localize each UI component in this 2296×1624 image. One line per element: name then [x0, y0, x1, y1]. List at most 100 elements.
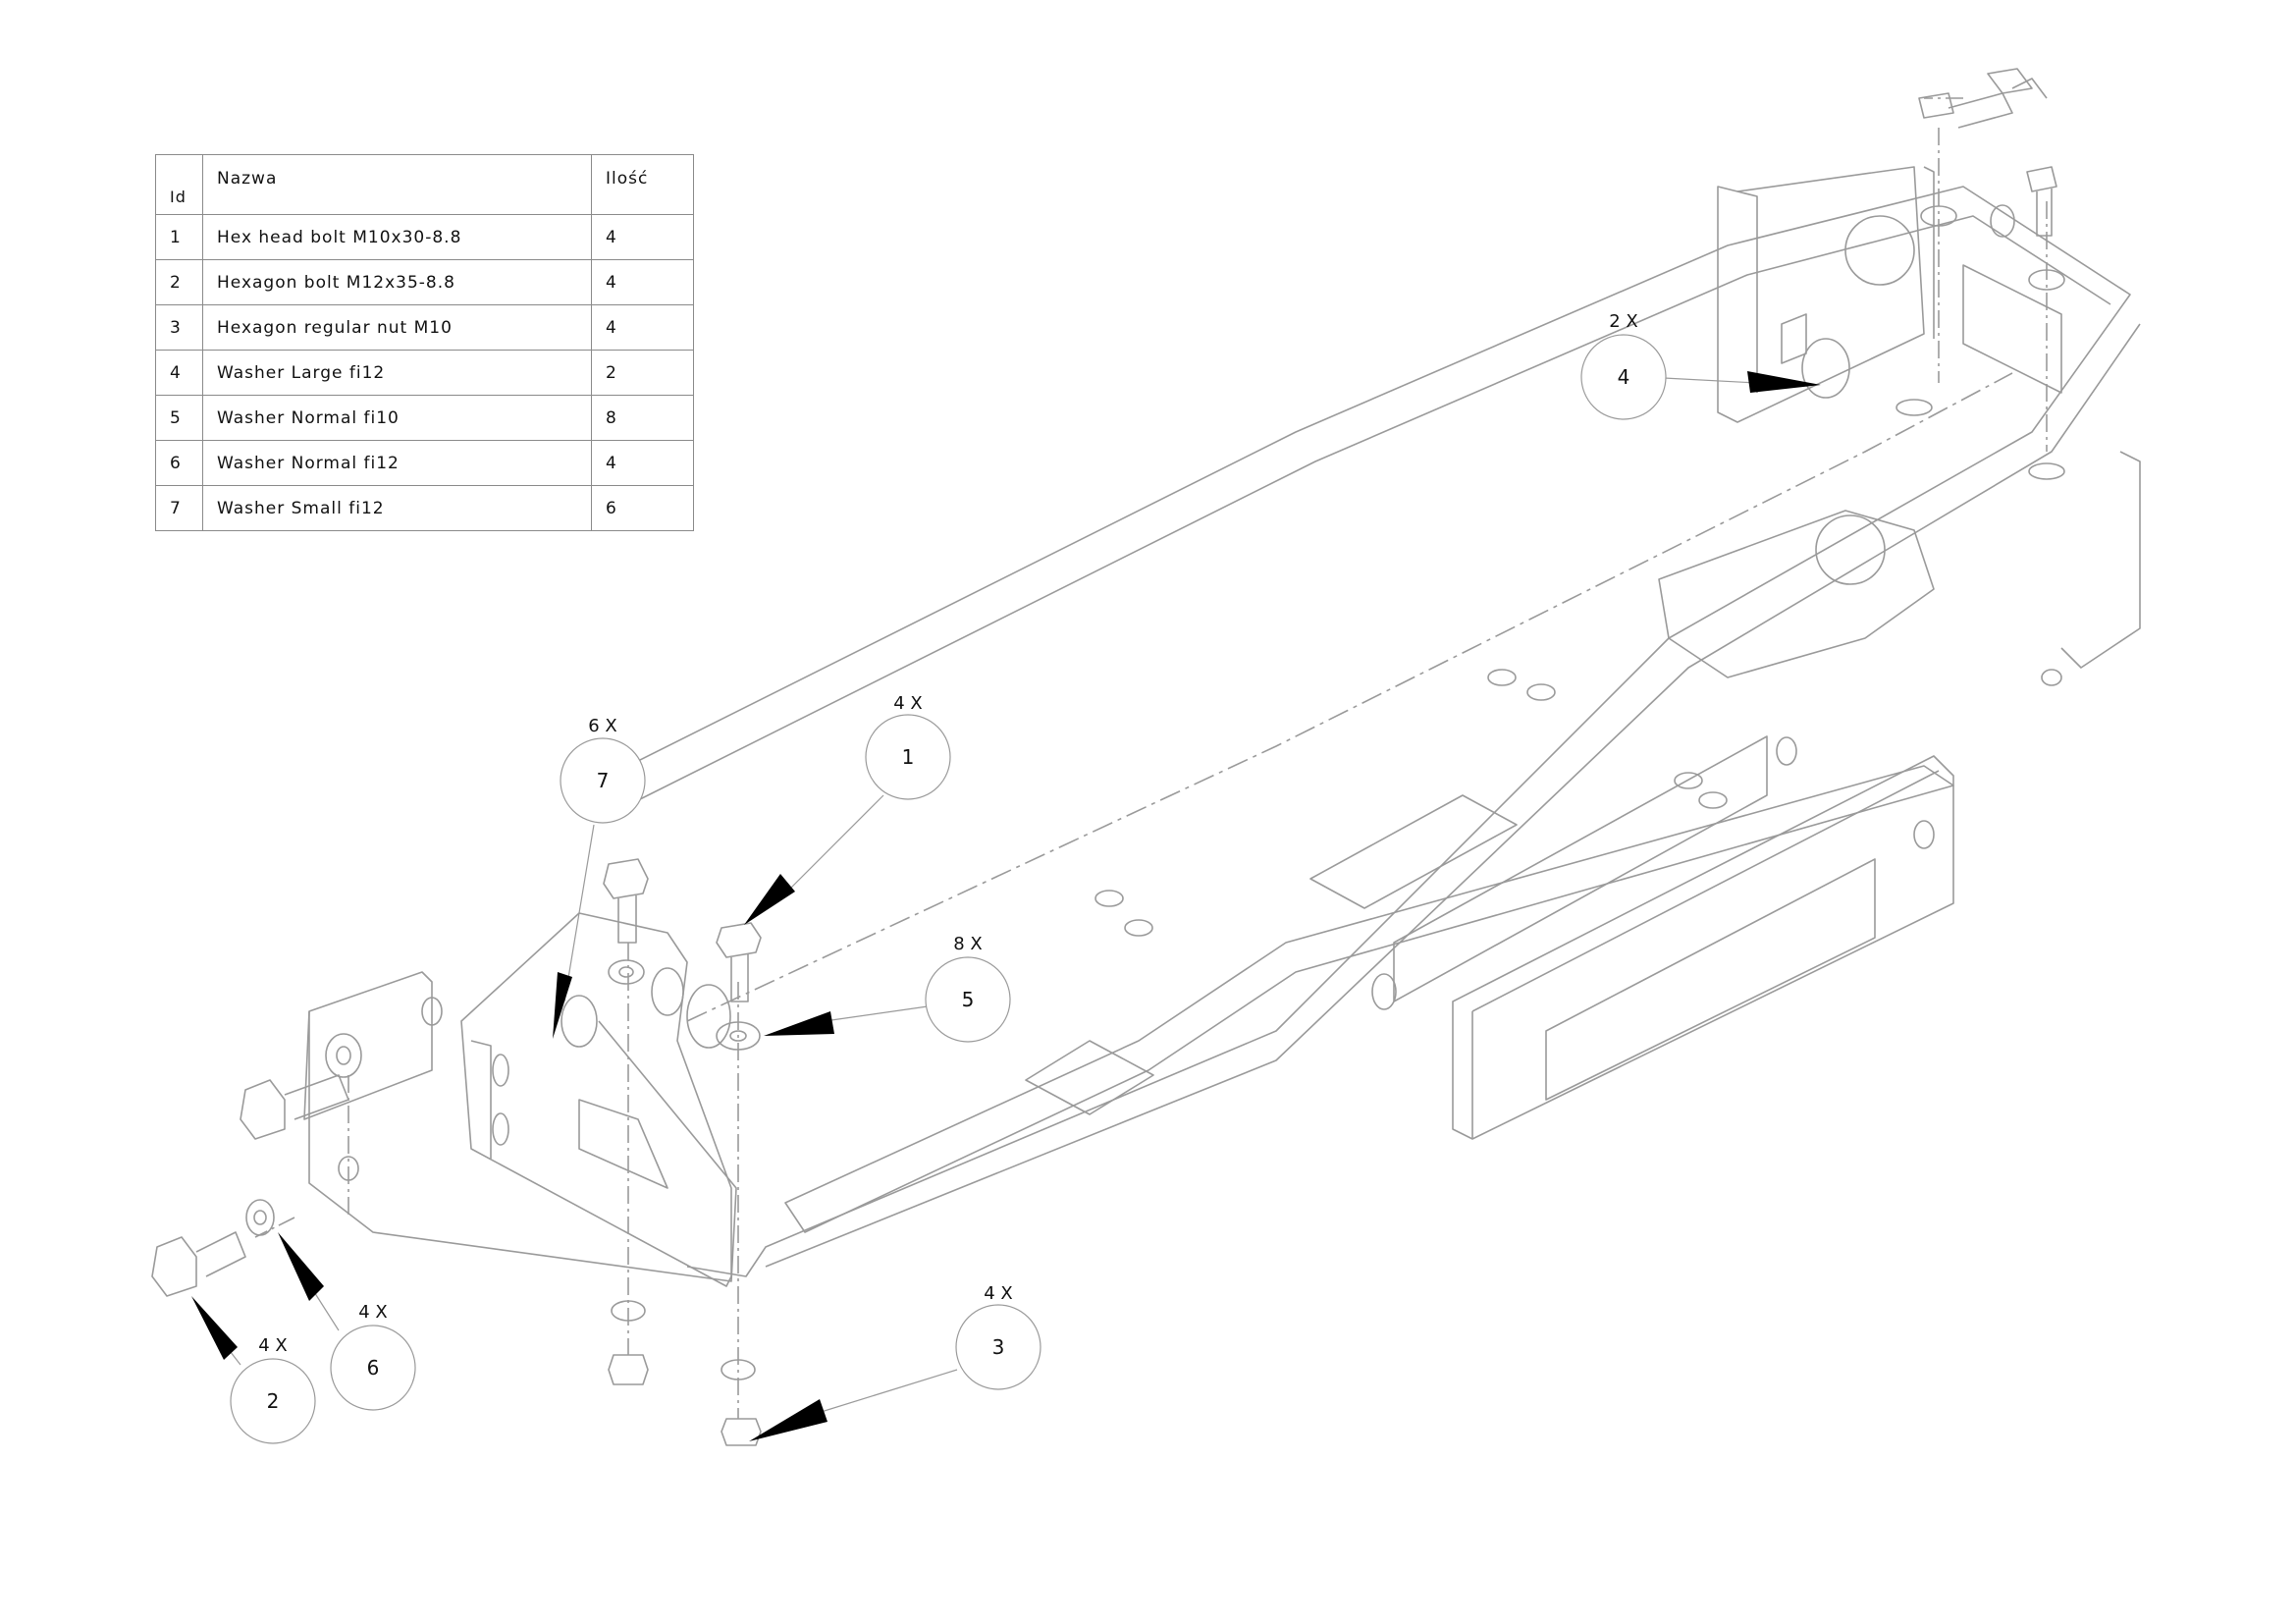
arrowhead-5	[764, 1011, 834, 1036]
winch-plate-assembly	[151, 68, 2141, 1446]
callout-bubble	[1580, 334, 1667, 420]
callout-6: 4 X 6	[330, 1302, 416, 1411]
plate-hole	[1674, 772, 1703, 789]
left-bracket-slot	[492, 1054, 509, 1087]
part-qty: 8	[591, 395, 694, 441]
part-name: Hexagon regular nut M10	[202, 304, 592, 351]
leader-3	[814, 1369, 958, 1415]
part-qty: 4	[591, 259, 694, 305]
bolt-lower-m12	[151, 1231, 246, 1297]
washer	[336, 1046, 351, 1065]
centerline	[686, 372, 2013, 1022]
callout-arrowheads	[191, 371, 1821, 1441]
callout-qty: 4 X	[258, 1335, 288, 1356]
arrowhead-2	[191, 1296, 238, 1360]
bolt-top-m10-b	[716, 922, 762, 1002]
callout-id: 5	[962, 988, 975, 1011]
part-name: Hexagon bolt M12x35-8.8	[202, 259, 592, 305]
right-bracket-face	[1736, 166, 1935, 393]
leader-7	[563, 824, 595, 1002]
base-plate-inner-edge	[627, 215, 2111, 806]
part-id: 1	[155, 214, 203, 260]
washer-large	[686, 984, 731, 1049]
nut	[721, 1418, 762, 1446]
arrowhead-4	[1747, 371, 1821, 393]
plate-slot	[1896, 399, 1933, 416]
callout-id: 4	[1618, 365, 1630, 389]
callout-bubble	[865, 714, 951, 800]
logo-cutout	[1658, 510, 1935, 678]
callout-id: 2	[267, 1389, 280, 1413]
bolts-right	[1918, 68, 2057, 237]
callout-qty: 4 X	[984, 1283, 1013, 1304]
left-bracket-hole	[561, 995, 598, 1048]
part-id: 6	[155, 440, 203, 486]
right-side-plate	[1962, 264, 2062, 394]
logo-ring	[1815, 514, 1886, 585]
callout-4: 2 X 4	[1580, 311, 1667, 420]
fairlead-mount	[1452, 755, 1954, 1140]
left-side-plate	[308, 1011, 737, 1282]
part-qty: 4	[591, 304, 694, 351]
table-row: 3 Hexagon regular nut M10 4	[155, 304, 694, 351]
washer	[608, 959, 645, 985]
fairlead-mount-face	[1471, 770, 1940, 1139]
callout-7: 6 X 7	[560, 716, 646, 824]
callout-qty: 2 X	[1609, 311, 1638, 332]
part-qty: 4	[591, 440, 694, 486]
washer	[729, 1030, 747, 1042]
callout-bubble	[955, 1304, 1041, 1390]
left-bracket-hole	[651, 967, 684, 1016]
callout-qty: 6 X	[588, 716, 617, 736]
part-name: Washer Normal fi10	[202, 395, 592, 441]
base-plate	[588, 186, 2131, 1277]
bolt-top-m10-a	[603, 858, 649, 944]
leader-5	[824, 1005, 929, 1022]
table-row: 4 Washer Large fi12 2	[155, 350, 694, 396]
header-id: Id	[155, 154, 203, 215]
plate-hole	[1776, 736, 1797, 766]
callout-id: 3	[992, 1335, 1005, 1359]
washer	[325, 1033, 362, 1078]
left-bracket-outer	[303, 971, 433, 1120]
left-bracket-slot	[492, 1112, 509, 1146]
callout-leaders	[205, 377, 1758, 1415]
table-row: 1 Hex head bolt M10x30-8.8 4	[155, 214, 694, 260]
plate-hole	[1371, 973, 1397, 1010]
callout-qty: 8 X	[953, 934, 983, 954]
plate-hole	[1124, 919, 1153, 937]
callout-2: 4 X 2	[230, 1335, 316, 1444]
right-end-hole	[2041, 669, 2062, 686]
washer	[618, 966, 634, 978]
part-id: 3	[155, 304, 203, 351]
parts-list-table: Id Nazwa Ilość 1 Hex head bolt M10x30-8.…	[155, 154, 694, 531]
callout-bubble	[560, 737, 646, 824]
part-name: Washer Small fi12	[202, 485, 592, 531]
part-name: Hex head bolt M10x30-8.8	[202, 214, 592, 260]
table-row: 6 Washer Normal fi12 4	[155, 440, 694, 486]
base-plate-front-edge	[765, 323, 2141, 1268]
washer	[245, 1199, 275, 1236]
header-qty: Ilość	[591, 154, 694, 215]
arrowhead-1	[744, 874, 795, 925]
callout-id: 7	[597, 769, 610, 792]
left-bracket-face	[470, 1040, 492, 1159]
part-id: 2	[155, 259, 203, 305]
left-bracket-hole	[421, 997, 443, 1026]
plate-hole	[1526, 683, 1556, 701]
callout-bubble	[230, 1358, 316, 1444]
callout-3: 4 X 3	[955, 1283, 1041, 1390]
callout-5: 8 X 5	[925, 934, 1011, 1043]
plate-hole	[1913, 820, 1935, 849]
callout-id: 1	[902, 745, 915, 769]
washer-large	[1801, 338, 1850, 399]
right-bracket	[1717, 166, 1925, 423]
table-row: 5 Washer Normal fi10 8	[155, 395, 694, 441]
part-id: 4	[155, 350, 203, 396]
arrowhead-7	[553, 972, 572, 1039]
left-bracket-window	[578, 1099, 668, 1189]
parts-list-header: Id Nazwa Ilość	[155, 154, 694, 215]
part-name: Washer Large fi12	[202, 350, 592, 396]
assembly-axis	[254, 97, 2048, 1419]
